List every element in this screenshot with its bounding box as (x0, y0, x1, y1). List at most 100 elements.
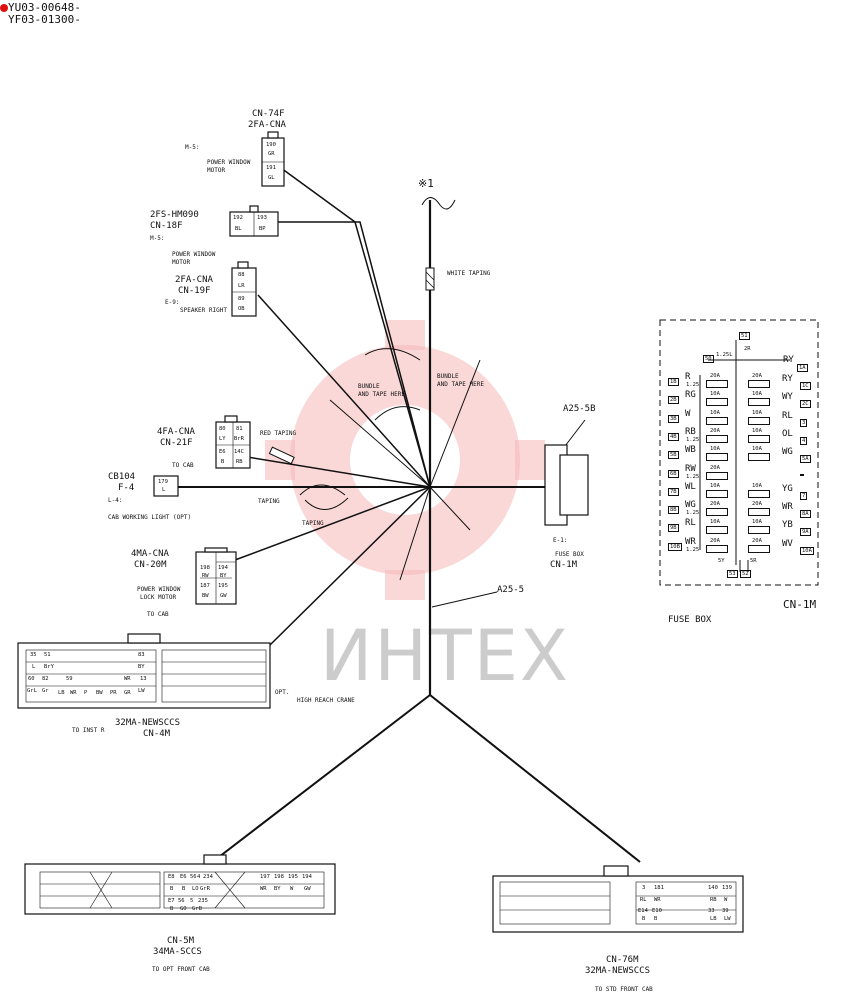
cn21f-pin: 80 (219, 426, 226, 432)
cn74f-desc2: MOTOR (207, 167, 226, 174)
cn4m-pin: GrL (27, 688, 37, 694)
cn74f-type: 2FA-CNA (248, 120, 286, 130)
fuse-row-cell: WG (782, 447, 793, 458)
fuse-row-cell: 5A (800, 455, 811, 464)
cn5m-pin: 197 (260, 874, 270, 880)
cn74f-pin: GR (268, 151, 275, 157)
cn20m-type: 4MA-CNA (131, 549, 169, 559)
cn4m-pin: GR (124, 690, 131, 696)
cn5m-pin: 4 (197, 874, 201, 880)
cn5m-pin: 198 (274, 874, 284, 880)
cn4m-desc1: TO INST R (72, 727, 105, 734)
cn76m-pin: 140 (708, 885, 718, 891)
header-line-1: YU03-00648- (8, 1, 81, 14)
cn5m-pin: 56 (190, 874, 197, 880)
fuse-top-wire: 1.25L (716, 352, 733, 358)
cn18f-code: M-5: (150, 235, 165, 242)
cn4m-pin: LB (58, 690, 65, 696)
fuse-row-cell: 10A (710, 482, 720, 489)
fuse-row-cell: 10A (752, 446, 762, 453)
a25-5-label: A25-5 (497, 585, 525, 595)
cn20m-pin: BY (220, 573, 227, 579)
fuse-row-cell: 7 (800, 491, 808, 500)
fuse-row-cell: WR (782, 502, 793, 513)
fuse-element (748, 380, 770, 388)
cn19f-name: CN-19F (178, 286, 211, 296)
cn4m-pin: 83 (138, 652, 145, 658)
bundle-label-1b: AND TAPE HERE (358, 391, 405, 398)
bundle-label-2b: AND TAPE HERE (437, 381, 484, 388)
cn21f-pin: RB (236, 459, 243, 465)
fuse-element (748, 489, 770, 498)
cn20m-pin: BW (202, 593, 209, 599)
cn4m-type: 32MA-NEWSCCS (115, 718, 181, 728)
fuse-row-cell: 10A (710, 409, 720, 416)
cn5m-pin: B (182, 886, 186, 892)
cn21f-pin: BrR (234, 436, 244, 442)
fuse-row-cell: 1C (800, 382, 811, 390)
cn4m-pin: 51 (44, 652, 51, 658)
cn4m-pin: P (84, 690, 88, 696)
fuse-row-cell: RL (782, 410, 793, 421)
cn20m-pin: 198 (200, 565, 210, 571)
cn5m-pin: BY (274, 886, 281, 892)
fuse-row-cell: 20A (710, 464, 720, 471)
fuse-row-cell: 10A (800, 546, 814, 555)
cn19f-pin: LR (238, 283, 245, 289)
cn20m-desc3: TO CAB (147, 611, 169, 618)
fuse-row-cell: OL (782, 428, 793, 439)
cn20m-pin: 194 (218, 565, 228, 571)
fuse-element (706, 380, 728, 388)
watermark-text: ИНТЕХ (320, 615, 570, 697)
fuse-row-cell: WR (685, 536, 696, 547)
cn74f-name: CN-74F (252, 109, 285, 119)
cn76m-pin: LW (724, 916, 731, 922)
fuse-element (706, 416, 728, 425)
fuse-row-cell: WY (782, 392, 793, 403)
cn20m-pin: GW (220, 593, 227, 599)
cn21f-type: 4FA-CNA (157, 427, 195, 437)
cn20m-pin: 195 (218, 583, 228, 589)
fuse-row-cell: RG (685, 390, 696, 401)
cn21f-pin: B (221, 459, 225, 465)
cb104-desc1: CAB WORKING LIGHT (OPT) (108, 514, 192, 521)
cb104-pin: L (162, 487, 166, 493)
cn21f-pin: 14C (234, 449, 244, 455)
cn21f-pin: 81 (236, 426, 243, 432)
red-taping-label: RED TAPING (260, 430, 297, 437)
fuse-row-cell: RW (685, 463, 696, 474)
fuse-row-cell: 20A (710, 427, 720, 434)
fuse-row-cell: 3 (800, 418, 808, 427)
fuse-row-cell (800, 473, 804, 476)
cn18f-desc2: MOTOR (172, 259, 191, 266)
fuse-row-cell: 8A (800, 510, 811, 519)
fuse-row-cell: 2B (668, 396, 679, 405)
fuse-element (706, 471, 728, 480)
fuse-box-name: CN-1M (783, 598, 817, 611)
fuse-row-cell: YB (782, 520, 793, 531)
fuse-row-cell: 10A (710, 519, 720, 526)
cn18f-pin: BL (235, 226, 242, 232)
cn18f-pin: 192 (233, 215, 243, 221)
cn5m-pin: W (290, 886, 294, 892)
fuse-row-cell: 10B (668, 542, 682, 551)
opt-label: OPT. (275, 689, 290, 696)
cn4m-pin: Gr (42, 688, 49, 694)
cn74f-pin: 191 (266, 165, 276, 171)
cn20m-desc2: LOCK MOTOR (140, 594, 177, 601)
cb104-pin: 179 (158, 479, 168, 485)
fuse-left-top-pin: 50 (703, 355, 714, 363)
cn18f-pin: BP (259, 226, 266, 232)
cn18f-name: CN-18F (150, 221, 183, 231)
header-red-dot (0, 4, 8, 12)
cn20m-name: CN-20M (134, 560, 167, 570)
fuse-element (706, 508, 728, 517)
fuse-ry-label: RY (783, 355, 794, 365)
cn4m-name: CN-4M (143, 729, 171, 739)
cn4m-pin: WR (70, 690, 77, 696)
fuse-row-cell: RL (685, 518, 696, 529)
cn4m-pin: 13 (140, 676, 147, 682)
cn5m-pin: WR (260, 886, 267, 892)
cn5m-pin: E6 (180, 874, 187, 880)
